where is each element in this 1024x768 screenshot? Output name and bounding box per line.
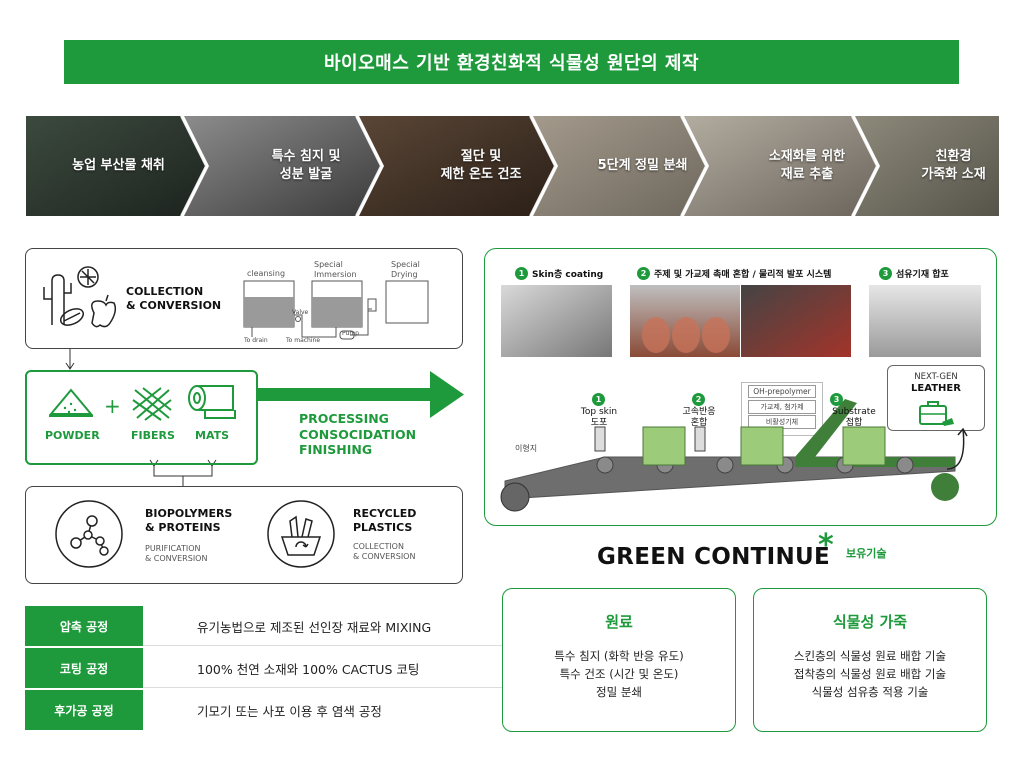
- coating-block-3: [842, 426, 886, 466]
- photo-fabric-lamination: [869, 285, 981, 357]
- recycled-sub: COLLECTION & CONVERSION: [353, 542, 416, 562]
- table-row: 후가공 공정 기모기 또는 사포 이용 후 염색 공정: [25, 690, 502, 730]
- tiny-label-valve: Valve: [292, 309, 309, 316]
- line-step-1-marker: 1: [592, 389, 605, 406]
- coating-block-2: [740, 426, 784, 466]
- chevron-bg-5: [684, 116, 877, 216]
- process-step-1: 농업 부산물 채취: [72, 157, 165, 173]
- table-row-divider: [143, 645, 502, 646]
- products-box: + POWDER FIBERS MATS: [25, 370, 258, 465]
- chem-label-crosslinker: 가교제, 첨가제: [748, 400, 816, 414]
- stage-cleansing-label: cleansing: [247, 269, 286, 278]
- recycle-basket-icon: [267, 500, 335, 568]
- photo-mixing-2: [741, 285, 851, 357]
- chevron-bg-6: [855, 116, 999, 216]
- line-step-2-label: 고속반응 혼합: [682, 407, 716, 429]
- fibers-icon: [132, 387, 172, 421]
- plant-leather-body: 스킨층의 식물성 원료 배합 기술 접착층의 식물성 원료 배합 기술 식물성 …: [793, 649, 947, 699]
- brand-asterisk-icon: *: [818, 528, 834, 563]
- raw-material-title: 원료: [605, 613, 633, 631]
- chevron-bg-3: [359, 116, 555, 216]
- stage-drying-label: Special Drying: [391, 260, 420, 280]
- raw-material-body: 특수 침지 (화학 반응 유도) 특수 건조 (시간 및 온도) 정밀 분쇄: [554, 649, 684, 699]
- curved-arrow-icon: [946, 427, 968, 470]
- process-photos: [501, 285, 981, 357]
- chevron-bg-2: [184, 116, 381, 216]
- biopolymers-label: BIOPOLYMERS & PROTEINS: [145, 507, 233, 534]
- molecule-icon: [55, 500, 123, 568]
- plant-leather-box: 식물성 가죽 스킨층의 식물성 원료 배합 기술 접착층의 식물성 원료 배합 …: [753, 588, 987, 732]
- brand-name: GREEN CONTINUE: [597, 544, 831, 570]
- biopolymers-sub: PURIFICATION & CONVERSION: [145, 544, 208, 564]
- table-row-value: 유기농법으로 제조된 선인장 재료와 MIXING: [197, 619, 432, 635]
- raw-material-box: 원료 특수 침지 (화학 반응 유도) 특수 건조 (시간 및 온도) 정밀 분…: [502, 588, 736, 732]
- production-line-diagram: [500, 399, 959, 512]
- page-title: 바이오매스 기반 환경친화적 식물성 원단의 제작: [64, 40, 959, 84]
- line-step-1-label: Top skin 도포: [580, 407, 618, 429]
- brand-subtitle: 보유기술: [846, 547, 887, 560]
- table-row-head: 압축 공정: [25, 606, 143, 646]
- table-row-value: 100% 천연 소재와 100% CACTUS 코팅: [197, 661, 420, 677]
- powder-label: POWDER: [45, 429, 100, 442]
- fibers-label: FIBERS: [131, 429, 175, 442]
- line-step-3-marker: 3: [830, 389, 843, 406]
- collection-box: COLLECTION & CONVERSION cleansing Specia…: [25, 248, 463, 349]
- mats-roll-icon: [188, 385, 236, 419]
- chevron-bg-1: [26, 116, 206, 216]
- table-row-divider: [143, 687, 502, 688]
- processing-label: PROCESSING CONSOCIDATION FINISHING: [299, 411, 417, 458]
- release-paper-label: 이형지: [515, 444, 538, 453]
- line-step-3-label: Substrate 접합: [832, 407, 876, 429]
- coating-block-1: [642, 426, 686, 466]
- mats-label: MATS: [195, 429, 230, 442]
- table-row: 압축 공정 유기농법으로 제조된 선인장 재료와 MIXING: [25, 606, 502, 646]
- tiny-label-drain: To drain: [244, 337, 268, 344]
- process-strip-background: [26, 116, 999, 216]
- table-row-value: 기모기 또는 사포 이용 후 염색 공정: [197, 703, 382, 719]
- powder-icon: [48, 388, 94, 417]
- photo-skin-coating: [501, 285, 612, 357]
- chevron-bg-4: [533, 116, 706, 216]
- table-row: 코팅 공정 100% 천연 소재와 100% CACTUS 코팅: [25, 648, 502, 688]
- briefcase-icon: [919, 400, 954, 426]
- stage-immersion-label: Special Immersion: [314, 260, 357, 280]
- sources-box: BIOPOLYMERS & PROTEINS PURIFICATION & CO…: [25, 486, 463, 584]
- table-row-head: 코팅 공정: [25, 648, 143, 688]
- line-step-2-marker: 2: [692, 389, 705, 406]
- recycled-label: RECYCLED PLASTICS: [353, 507, 417, 534]
- plant-leather-title: 식물성 가죽: [832, 613, 908, 631]
- immersion-tanks-diagram: [243, 280, 429, 340]
- collection-label: COLLECTION & CONVERSION: [126, 285, 222, 312]
- table-row-head: 후가공 공정: [25, 690, 143, 730]
- plant-fruit-icon: [43, 266, 117, 328]
- chem-label-prepolymer: OH-prepolymer: [748, 385, 816, 398]
- nextgen-leather-box: NEXT-GEN LEATHER: [887, 365, 985, 431]
- tiny-label-machine: To machine: [286, 337, 321, 344]
- process-step-4: 5단계 정밀 분쇄: [597, 157, 688, 173]
- plus-sign: +: [104, 394, 121, 418]
- tiny-label-pump: Pump: [342, 330, 359, 337]
